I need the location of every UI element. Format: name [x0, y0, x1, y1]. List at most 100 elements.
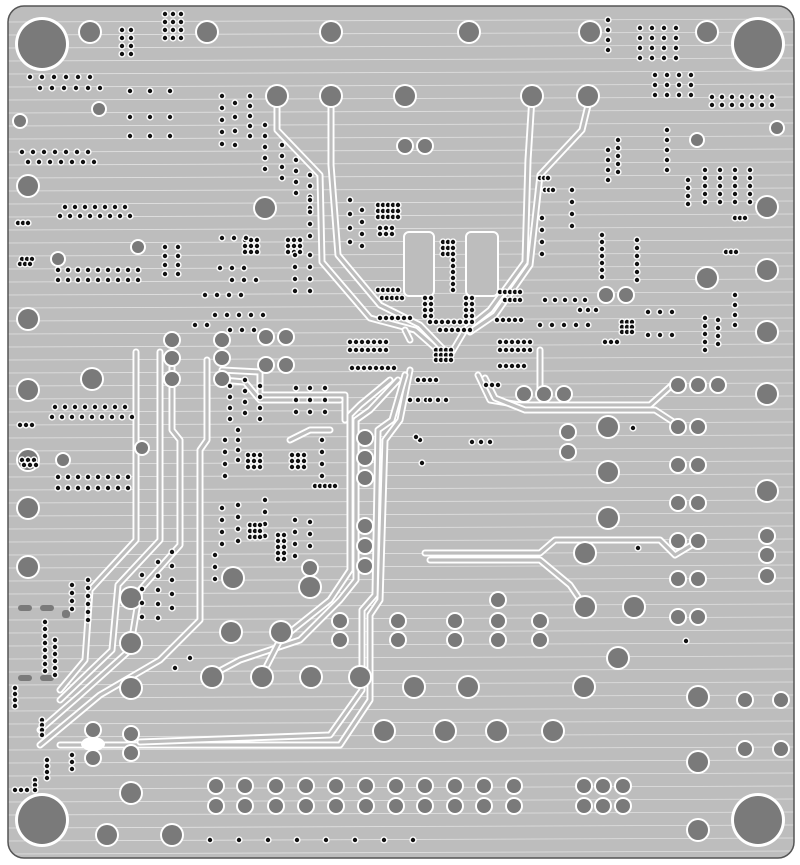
mounting-hole — [734, 796, 782, 844]
via — [438, 357, 444, 363]
via — [162, 262, 168, 268]
via — [85, 277, 91, 283]
pad — [688, 687, 708, 707]
pad — [259, 330, 273, 344]
via — [637, 45, 643, 51]
via — [52, 672, 58, 678]
pad — [738, 693, 752, 707]
via — [732, 312, 738, 318]
via — [728, 249, 734, 255]
via — [634, 245, 640, 251]
via — [577, 307, 583, 313]
pad — [507, 779, 521, 793]
via — [219, 129, 225, 135]
via — [605, 37, 611, 43]
via — [427, 377, 433, 383]
via — [257, 416, 263, 422]
via — [92, 204, 98, 210]
trace — [38, 358, 182, 732]
pad — [358, 519, 372, 533]
pad-group — [12, 20, 790, 847]
via — [279, 153, 285, 159]
via — [497, 289, 503, 295]
via — [433, 319, 439, 325]
via — [702, 315, 708, 321]
via — [301, 452, 307, 458]
via — [630, 425, 636, 431]
via — [539, 239, 545, 245]
via — [319, 473, 325, 479]
via — [732, 215, 738, 221]
via — [292, 276, 298, 282]
via — [497, 339, 503, 345]
via — [517, 289, 523, 295]
via — [235, 447, 241, 453]
via — [637, 35, 643, 41]
via — [82, 404, 88, 410]
via — [307, 172, 313, 178]
via — [219, 235, 225, 241]
via — [74, 149, 80, 155]
via — [512, 317, 518, 323]
via — [732, 167, 738, 173]
via — [243, 235, 249, 241]
via — [469, 439, 475, 445]
hatch-line — [8, 824, 794, 829]
via — [419, 460, 425, 466]
via — [167, 88, 173, 94]
pad — [267, 86, 287, 106]
via — [359, 347, 365, 353]
via — [428, 295, 434, 301]
via — [634, 261, 640, 267]
via — [664, 92, 670, 98]
hatch-line — [8, 161, 794, 166]
via — [702, 347, 708, 353]
via — [295, 464, 301, 470]
hatch-line — [8, 850, 794, 855]
via — [75, 474, 81, 480]
via — [75, 485, 81, 491]
trace — [468, 95, 592, 334]
via — [44, 763, 50, 769]
via — [747, 175, 753, 181]
pad — [238, 779, 252, 793]
via — [52, 404, 58, 410]
via — [262, 133, 268, 139]
pad — [14, 115, 26, 127]
via — [483, 382, 489, 388]
via — [245, 458, 251, 464]
via — [275, 556, 281, 562]
via — [521, 347, 527, 353]
via — [347, 225, 353, 231]
via — [119, 51, 125, 57]
via — [27, 74, 33, 80]
via — [527, 339, 533, 345]
via — [222, 473, 228, 479]
pad — [619, 288, 633, 302]
via — [85, 577, 91, 583]
pad — [624, 597, 644, 617]
via — [82, 204, 88, 210]
pad — [197, 22, 217, 42]
via — [25, 220, 31, 226]
via — [509, 339, 515, 345]
via — [29, 422, 35, 428]
via — [322, 385, 328, 391]
via — [649, 25, 655, 31]
via — [719, 102, 725, 108]
hatch-line — [8, 187, 794, 192]
via — [75, 267, 81, 273]
via — [262, 155, 268, 161]
pad — [575, 597, 595, 617]
pad — [18, 380, 38, 400]
via — [307, 531, 313, 537]
via — [115, 485, 121, 491]
via — [170, 35, 176, 41]
via — [112, 404, 118, 410]
via — [367, 365, 373, 371]
via — [25, 159, 31, 165]
via — [380, 287, 386, 293]
pad — [774, 742, 788, 756]
via — [242, 399, 248, 405]
via — [122, 404, 128, 410]
